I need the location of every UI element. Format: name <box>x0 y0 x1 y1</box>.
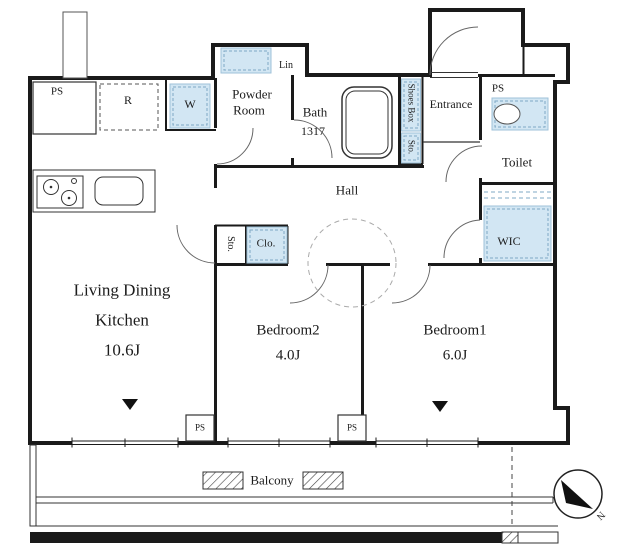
door-arc-entrance <box>429 26 479 76</box>
stove-burner-left <box>43 179 59 195</box>
ps-top-left-label: PS <box>50 85 64 98</box>
balcony-left-wall <box>29 444 37 527</box>
balcony-edge <box>36 496 554 504</box>
door-arc-ldk <box>176 224 216 264</box>
ps-bottom-center-label: PS <box>346 422 358 433</box>
linen-label: Lin <box>279 60 293 71</box>
lower-band-outline <box>517 531 559 544</box>
closet-label: Clo. <box>256 237 276 250</box>
bedroom1-label: Bedroom1 <box>423 322 487 339</box>
toilet-bowl <box>493 103 521 125</box>
compass-circle <box>553 469 603 519</box>
pillar-outline <box>62 11 88 79</box>
door-arc-bath <box>293 119 333 159</box>
sliding-door-dashed-circle <box>307 218 397 308</box>
shoes-box-label: Shoes Box <box>406 83 417 123</box>
wic-label: WIC <box>497 234 521 248</box>
ps-bottom-left-label: PS <box>194 422 206 433</box>
compass-needle <box>561 480 593 509</box>
ldk-size-label: 10.6J <box>103 340 141 360</box>
direction-triangle-bedroom1 <box>432 401 448 412</box>
interior-walls-thick <box>214 74 555 441</box>
refrigerator-outline <box>99 83 159 131</box>
compass <box>553 469 603 519</box>
bedroom2-label: Bedroom2 <box>256 322 320 339</box>
shoes-box-lower-storage <box>401 132 421 164</box>
door-arc-bedroom1 <box>391 264 431 304</box>
window-ldk <box>71 437 179 448</box>
closet-box <box>246 226 288 264</box>
ps-shaft-bottom-center-box <box>337 414 367 442</box>
powder-room-label-line1: Powder <box>232 86 272 102</box>
stove-burner-right <box>61 190 77 206</box>
bath-size-label: 1317 <box>301 124 325 138</box>
entrance-label: Entrance <box>429 97 473 111</box>
ps-top-right-label: PS <box>491 82 505 95</box>
balcony-label: Balcony <box>250 472 294 488</box>
sink <box>94 176 144 206</box>
bedroom1-size-label: 6.0J <box>442 347 468 364</box>
powder-room-label-line2: Room <box>233 102 265 118</box>
hall-storage-label: Sto. <box>225 236 236 252</box>
washer-box <box>169 83 211 129</box>
ldk-label-line1: Living Dining <box>73 280 171 300</box>
wic-box <box>483 191 552 262</box>
direction-triangle-ldk <box>122 399 138 410</box>
hall-label: Hall <box>335 182 359 198</box>
lower-band <box>30 532 502 543</box>
balcony-divider-hatch-left <box>202 471 244 490</box>
toilet-fixture <box>491 97 549 131</box>
door-arcs <box>176 26 483 304</box>
bath-label: Bath <box>302 104 328 120</box>
door-arc-wic <box>443 219 481 259</box>
linen-box <box>220 47 272 74</box>
toilet-label: Toilet <box>501 154 533 170</box>
door-arc-powder-room <box>216 127 254 165</box>
ldk-label-line2: Kitchen <box>95 310 149 330</box>
refrigerator-label: R <box>123 93 133 107</box>
washer-label: W <box>184 97 196 111</box>
window-bedroom2 <box>227 437 331 448</box>
window-bedroom1 <box>375 437 479 448</box>
ps-shaft-bottom-left-box <box>185 414 215 442</box>
entrance-threshold <box>430 72 478 78</box>
bedroom2-size-label: 4.0J <box>275 347 301 364</box>
entry-storage-label: Sto. <box>406 139 417 155</box>
lower-band-hatch <box>501 531 519 544</box>
bathtub <box>341 86 393 159</box>
door-arc-bedroom2 <box>289 264 329 304</box>
stove <box>36 175 84 209</box>
balcony-divider-hatch-right <box>302 471 344 490</box>
ps-top-left-box <box>32 81 97 135</box>
door-arc-toilet <box>445 145 483 183</box>
shoes-box-upper <box>401 78 421 132</box>
